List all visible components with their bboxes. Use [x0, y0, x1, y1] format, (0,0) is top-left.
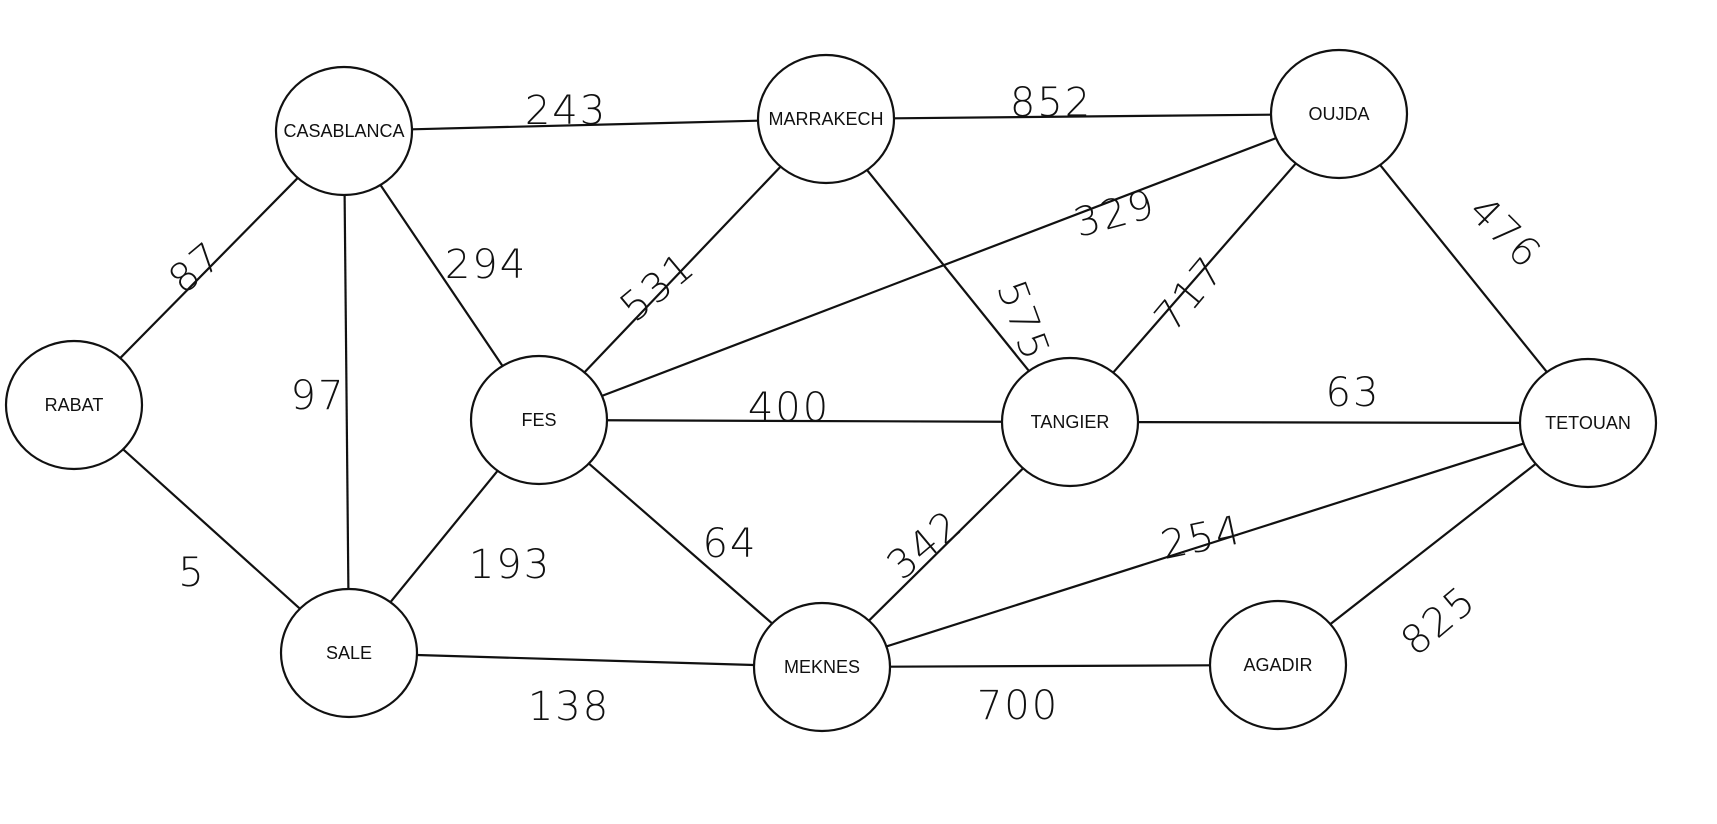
node-sale: SALE	[279, 587, 419, 719]
edge-casablanca-fes	[379, 184, 504, 367]
node-marrakech: MARRAKECH	[756, 53, 896, 185]
edge-marrakech-tangier	[866, 169, 1030, 372]
edge-weight-oujda-tetouan: 476	[1460, 188, 1551, 279]
edge-weight-casablanca-marrakech: 243	[525, 88, 607, 134]
edge-oujda-tetouan	[1379, 164, 1548, 373]
edge-casablanca-marrakech	[411, 119, 759, 131]
edge-weight-tangier-tetouan: 63	[1326, 370, 1381, 416]
edge-weight-oujda-tangier: 717	[1146, 248, 1234, 341]
edge-weight-rabat-casablanca: 87	[160, 233, 232, 304]
node-tangier: TANGIER	[1000, 356, 1140, 488]
node-rabat: RABAT	[4, 339, 144, 471]
edge-weight-sale-fes: 193	[469, 542, 551, 588]
edge-fes-tangier	[606, 419, 1003, 423]
node-label-rabat: RABAT	[45, 395, 104, 415]
edge-fes-meknes	[588, 462, 773, 625]
node-meknes: MEKNES	[752, 601, 892, 733]
edges-layer	[119, 113, 1548, 668]
edge-weight-agadir-tetouan: 825	[1393, 577, 1486, 665]
node-circle-marrakech	[756, 53, 896, 185]
edge-weight-marrakech-oujda: 852	[1010, 80, 1092, 126]
node-circle-oujda	[1269, 48, 1409, 180]
node-circle-tangier	[1000, 356, 1140, 488]
node-label-marrakech: MARRAKECH	[768, 109, 883, 129]
node-label-casablanca: CASABLANCA	[283, 121, 404, 141]
node-label-meknes: MEKNES	[784, 657, 860, 677]
edge-weight-marrakech-tangier: 575	[987, 274, 1058, 367]
node-label-agadir: AGADIR	[1243, 655, 1312, 675]
node-label-tangier: TANGIER	[1031, 412, 1110, 432]
edge-weight-meknes-tetouan: 254	[1157, 507, 1247, 569]
node-agadir: AGADIR	[1208, 599, 1348, 731]
node-circle-fes	[469, 354, 609, 486]
node-circle-tetouan	[1518, 357, 1658, 489]
edge-fes-oujda	[601, 137, 1277, 397]
node-circle-sale	[279, 587, 419, 719]
node-label-sale: SALE	[326, 643, 372, 663]
node-label-tetouan: TETOUAN	[1545, 413, 1631, 433]
edge-meknes-tetouan	[886, 442, 1524, 648]
nodes-layer: RABAT CASABLANCA SALE FES MARRAKECH MEKNES OUJ…	[4, 48, 1658, 733]
edge-weight-casablanca-sale: 97	[291, 373, 346, 419]
edge-oujda-tangier	[1112, 162, 1297, 374]
node-tetouan: TETOUAN	[1518, 357, 1658, 489]
edge-weight-sale-meknes: 138	[528, 684, 610, 730]
edge-weight-fes-meknes: 64	[703, 521, 758, 567]
edge-weight-tangier-meknes: 342	[879, 501, 972, 589]
edge-tangier-meknes	[868, 467, 1024, 622]
node-label-oujda: OUJDA	[1308, 104, 1369, 124]
node-fes: FES	[469, 354, 609, 486]
edge-weight-fes-oujda: 329	[1069, 181, 1160, 247]
edge-meknes-agadir	[889, 664, 1211, 668]
edge-rabat-sale	[122, 448, 301, 610]
node-oujda: OUJDA	[1269, 48, 1409, 180]
edge-weight-casablanca-fes: 294	[445, 242, 527, 288]
edge-tangier-tetouan	[1137, 421, 1521, 424]
node-casablanca: CASABLANCA	[274, 65, 414, 197]
node-label-fes: FES	[521, 410, 556, 430]
node-circle-agadir	[1208, 599, 1348, 731]
edge-sale-fes	[389, 470, 499, 603]
edge-agadir-tetouan	[1329, 462, 1537, 626]
node-circle-meknes	[752, 601, 892, 733]
edge-weight-meknes-agadir: 700	[977, 683, 1059, 729]
edge-weight-rabat-sale: 5	[178, 550, 205, 596]
edge-casablanca-sale	[343, 194, 350, 590]
edge-rabat-casablanca	[119, 177, 299, 359]
edge-sale-meknes	[416, 653, 755, 667]
edge-marrakech-oujda	[893, 113, 1272, 120]
node-circle-casablanca	[274, 65, 414, 197]
edge-weight-fes-marrakech: 531	[612, 243, 705, 331]
node-circle-rabat	[4, 339, 144, 471]
edge-fes-marrakech	[583, 165, 782, 374]
edge-weight-fes-tangier: 400	[748, 385, 830, 431]
